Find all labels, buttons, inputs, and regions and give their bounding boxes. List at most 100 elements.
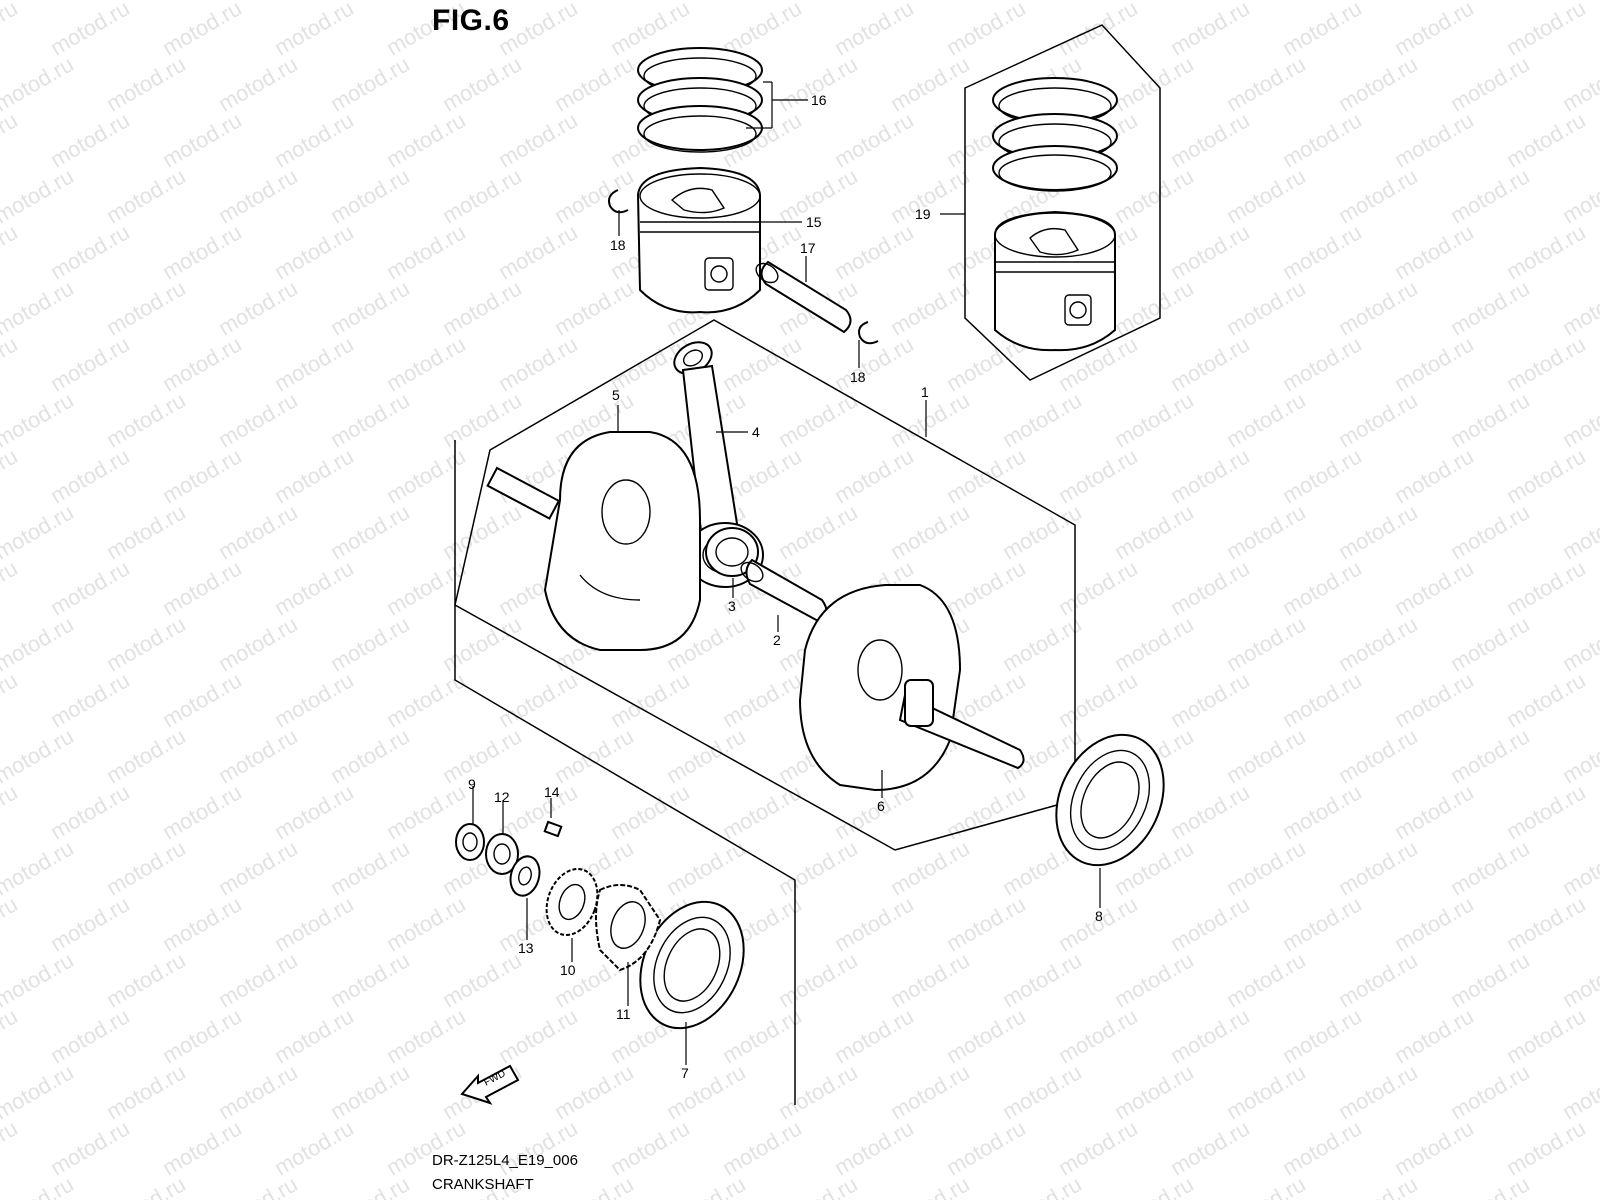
watermark-text: motod.ru — [774, 1059, 862, 1124]
callout-18-upper: 18 — [610, 237, 626, 253]
watermark-text: motod.ru — [214, 163, 302, 228]
watermark-text: motod.ru — [1054, 1115, 1142, 1180]
callouts: 1 2 3 4 5 6 7 8 9 10 11 12 13 14 15 16 1… — [468, 92, 1103, 1081]
watermark-text: motod.ru — [102, 163, 190, 228]
watermark-text: motod.ru — [0, 51, 78, 116]
watermark-text: motod.ru — [1502, 331, 1590, 396]
watermark-text: motod.ru — [1390, 331, 1478, 396]
watermark-text: motod.ru — [1054, 443, 1142, 508]
watermark-text: motod.ru — [1278, 0, 1366, 60]
watermark-text: motod.ru — [1446, 275, 1534, 340]
watermark-text: motod.ru — [830, 107, 918, 172]
watermark-text: motod.ru — [158, 1003, 246, 1068]
watermark-text: motod.ru — [1446, 163, 1534, 228]
watermark-text: motod.ru — [1166, 667, 1254, 732]
watermark-text: motod.ru — [214, 947, 302, 1012]
watermark-text: motod.ru — [1446, 835, 1534, 900]
watermark-text: motod.ru — [270, 1115, 358, 1180]
watermark-text: motod.ru — [886, 499, 974, 564]
watermark-text: motod.ru — [0, 835, 78, 900]
watermark-text: motod.ru — [1558, 1171, 1600, 1200]
figure-label: FIG.6 — [432, 4, 510, 37]
watermark-text: motod.ru — [382, 1003, 470, 1068]
callout-13: 13 — [518, 940, 534, 956]
watermark-text: motod.ru — [438, 387, 526, 452]
watermark-text: motod.ru — [1334, 275, 1422, 340]
watermark-text: motod.ru — [382, 331, 470, 396]
watermark-text: motod.ru — [718, 667, 806, 732]
watermark-text: motod.ru — [1222, 1171, 1310, 1200]
watermark-text: motod.ru — [0, 219, 22, 284]
watermark-text: motod.ru — [1222, 835, 1310, 900]
watermark-text: motod.ru — [494, 331, 582, 396]
watermark-text: motod.ru — [46, 443, 134, 508]
watermark-text: motod.ru — [438, 499, 526, 564]
watermark-text: motod.ru — [102, 51, 190, 116]
watermark-text: motod.ru — [46, 0, 134, 60]
callout-9: 9 — [468, 776, 476, 792]
watermark-text: motod.ru — [382, 555, 470, 620]
watermark-text: motod.ru — [0, 443, 22, 508]
watermark-text: motod.ru — [1502, 667, 1590, 732]
piston-rings-illustration — [637, 47, 763, 153]
callout-6: 6 — [877, 798, 885, 814]
watermark-text: motod.ru — [1166, 891, 1254, 956]
watermark-text: motod.ru — [1166, 443, 1254, 508]
watermark-text: motod.ru — [1222, 387, 1310, 452]
watermark-text: motod.ru — [1558, 51, 1600, 116]
watermark-text: motod.ru — [0, 723, 78, 788]
watermark-text: motod.ru — [606, 1115, 694, 1180]
watermark-text: motod.ru — [1110, 947, 1198, 1012]
watermark-text: motod.ru — [158, 107, 246, 172]
watermark-text: motod.ru — [1110, 611, 1198, 676]
watermark-text: motod.ru — [46, 107, 134, 172]
diagram-code: DR-Z125L4_E19_006 — [432, 1152, 578, 1169]
watermark-text: motod.ru — [1222, 499, 1310, 564]
callout-7: 7 — [681, 1065, 689, 1081]
watermark-text: motod.ru — [214, 51, 302, 116]
callout-5: 5 — [612, 387, 620, 403]
watermark-text: motod.ru — [382, 891, 470, 956]
watermark-text: motod.ru — [326, 51, 414, 116]
watermark-text: motod.ru — [550, 51, 638, 116]
watermark-text: motod.ru — [270, 443, 358, 508]
watermark-text: motod.ru — [382, 219, 470, 284]
watermark-text: motod.ru — [270, 667, 358, 732]
watermark-text: motod.ru — [830, 0, 918, 60]
watermark-text: motod.ru — [942, 0, 1030, 60]
watermark-text: motod.ru — [1334, 947, 1422, 1012]
watermark-text: motod.ru — [1502, 1115, 1590, 1180]
watermark-text: motod.ru — [1054, 1003, 1142, 1068]
watermark-text: motod.ru — [1334, 1171, 1422, 1200]
watermark-text: motod.ru — [46, 1115, 134, 1180]
watermark-text: motod.ru — [1558, 835, 1600, 900]
watermark-text: motod.ru — [886, 947, 974, 1012]
watermark-text: motod.ru — [214, 723, 302, 788]
watermark-text: motod.ru — [1222, 275, 1310, 340]
watermark-text: motod.ru — [158, 0, 246, 60]
watermark-text: motod.ru — [438, 275, 526, 340]
watermark-text: motod.ru — [718, 1115, 806, 1180]
callout-14: 14 — [544, 784, 560, 800]
watermark-text: motod.ru — [1278, 443, 1366, 508]
watermark-text: motod.ru — [0, 611, 78, 676]
watermark-text: motod.ru — [1390, 0, 1478, 60]
key-illustration — [543, 820, 563, 838]
watermark-text: motod.ru — [1054, 667, 1142, 732]
watermark-text: motod.ru — [382, 107, 470, 172]
watermark-text: motod.ru — [662, 723, 750, 788]
watermark-text: motod.ru — [1166, 555, 1254, 620]
watermark-text: motod.ru — [886, 51, 974, 116]
watermark-text: motod.ru — [438, 947, 526, 1012]
watermark-text: motod.ru — [1222, 947, 1310, 1012]
watermark-text: motod.ru — [1166, 107, 1254, 172]
watermark-text: motod.ru — [1390, 107, 1478, 172]
callout-18-lower: 18 — [850, 369, 866, 385]
watermark-text: motod.ru — [1390, 667, 1478, 732]
watermark-text: motod.ru — [0, 1115, 22, 1180]
watermark-text: motod.ru — [830, 1003, 918, 1068]
watermark-text: motod.ru — [1446, 51, 1534, 116]
watermark-text: motod.ru — [0, 667, 22, 732]
watermark-text: motod.ru — [886, 275, 974, 340]
